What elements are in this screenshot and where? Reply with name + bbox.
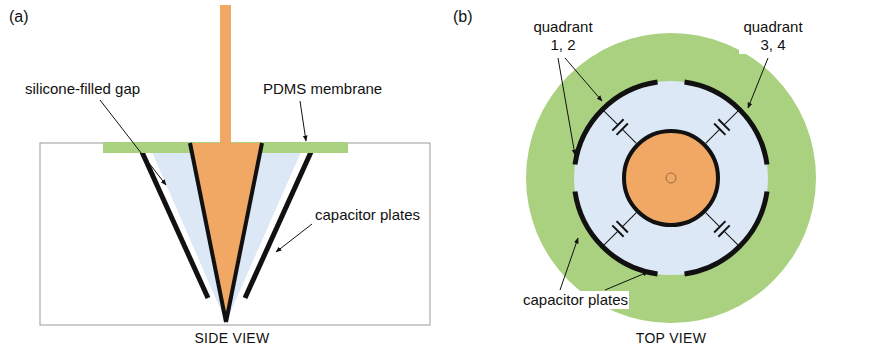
substrate <box>40 143 430 325</box>
leader-line <box>300 101 306 141</box>
leader-line <box>565 58 602 101</box>
silicone-gap <box>574 81 768 275</box>
silicone-gap <box>148 143 305 322</box>
pdms-membrane <box>526 33 816 323</box>
top-view <box>526 33 816 323</box>
leader-line <box>276 224 312 252</box>
view-title: TOP VIEW <box>635 329 707 347</box>
probe-plate <box>226 143 262 322</box>
leader-line <box>558 58 575 155</box>
part-label: PDMS membrane <box>262 80 383 98</box>
leader-line <box>560 238 578 290</box>
probe-plate <box>190 143 226 322</box>
probe-cone <box>190 143 262 320</box>
part-label: capacitor plates <box>314 206 421 224</box>
leader-line <box>605 272 648 290</box>
probe-tip <box>666 173 676 183</box>
side-view <box>40 5 430 325</box>
part-label: quadrant 3, 4 <box>739 18 807 54</box>
capacitor-symbols <box>598 105 744 251</box>
part-label: capacitor plates <box>522 291 629 309</box>
panel-letter: (b) <box>452 8 474 26</box>
part-label: quadrant 1, 2 <box>529 18 597 54</box>
capacitor-plates <box>575 82 767 274</box>
panel-letter: (a) <box>8 8 30 26</box>
probe-cone <box>624 131 718 225</box>
view-title: SIDE VIEW <box>193 329 270 347</box>
leader-line <box>748 58 768 108</box>
leader-line <box>100 100 166 185</box>
probe-stem <box>220 5 231 145</box>
part-label: silicone-filled gap <box>24 80 141 98</box>
